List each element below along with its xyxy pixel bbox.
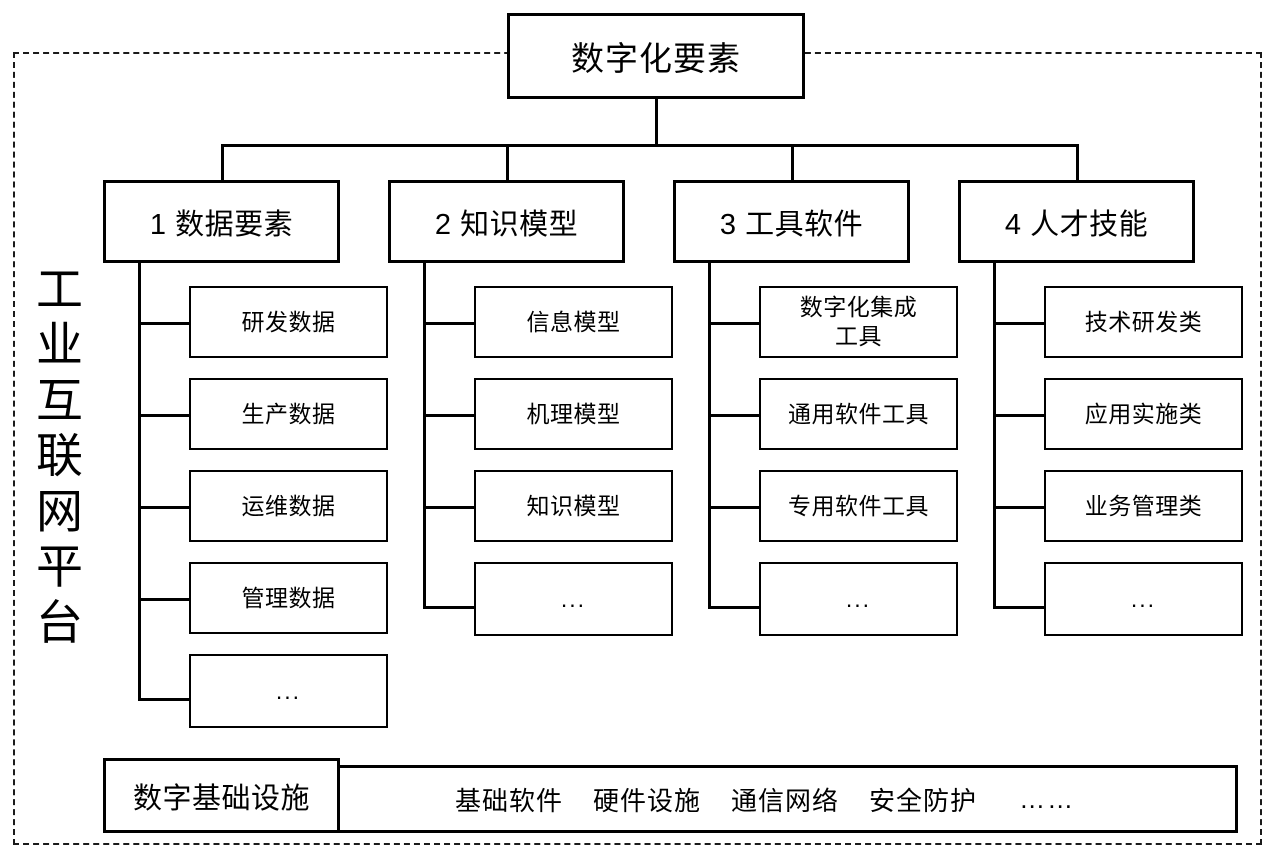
connector-branch-1-3 — [138, 506, 191, 509]
connector-branch-4-3 — [993, 506, 1046, 509]
leaf-node-1-1: 研发数据 — [189, 286, 388, 358]
connector-drop-category-1 — [221, 144, 224, 182]
leaf-node-1-4: 管理数据 — [189, 562, 388, 634]
connector-branch-3-2 — [708, 414, 761, 417]
category-node-4: 4 人才技能 — [958, 180, 1195, 263]
connector-branch-3-3 — [708, 506, 761, 509]
leaf-node-3-2: 通用软件工具 — [759, 378, 958, 450]
connector-branch-1-2 — [138, 414, 191, 417]
leaf-node-1-5: ... — [189, 654, 388, 728]
leaf-node-4-3: 业务管理类 — [1044, 470, 1243, 542]
connector-branch-1-5 — [138, 698, 191, 701]
connector-drop-category-4 — [1076, 144, 1079, 182]
leaf-node-4-4: ... — [1044, 562, 1243, 636]
leaf-node-4-2: 应用实施类 — [1044, 378, 1243, 450]
category-node-3: 3 工具软件 — [673, 180, 910, 263]
connector-branch-4-1 — [993, 322, 1046, 325]
leaf-node-2-4: ... — [474, 562, 673, 636]
connector-drop-category-2 — [506, 144, 509, 182]
connector-branch-2-4 — [423, 606, 476, 609]
platform-vertical-label: 工 业 互 联 网 平 台 — [36, 263, 84, 649]
infrastructure-label: 数字基础设施 — [103, 758, 340, 833]
connector-branch-4-2 — [993, 414, 1046, 417]
connector-branch-2-2 — [423, 414, 476, 417]
root-node-digital-elements: 数字化要素 — [507, 13, 805, 99]
infrastructure-item-list: 基础软件 硬件设施 通信网络 安全防护 …… — [455, 765, 1175, 833]
category-node-2: 2 知识模型 — [388, 180, 625, 263]
leaf-node-1-2: 生产数据 — [189, 378, 388, 450]
connector-spine-column-3 — [708, 262, 711, 608]
connector-branch-3-4 — [708, 606, 761, 609]
connector-spine-column-1 — [138, 262, 141, 700]
connector-root-bus — [221, 144, 1077, 147]
leaf-node-2-2: 机理模型 — [474, 378, 673, 450]
connector-root-stem — [655, 99, 658, 146]
connector-branch-3-1 — [708, 322, 761, 325]
connector-branch-1-4 — [138, 598, 191, 601]
connector-branch-2-1 — [423, 322, 476, 325]
leaf-node-2-1: 信息模型 — [474, 286, 673, 358]
leaf-node-1-3: 运维数据 — [189, 470, 388, 542]
connector-branch-4-4 — [993, 606, 1046, 609]
leaf-node-3-3: 专用软件工具 — [759, 470, 958, 542]
connector-spine-column-2 — [423, 262, 426, 608]
category-node-1: 1 数据要素 — [103, 180, 340, 263]
leaf-node-3-1: 数字化集成 工具 — [759, 286, 958, 358]
infrastructure-more-ellipsis: …… — [1019, 783, 1076, 814]
infrastructure-item-2: 硬件设施 — [593, 785, 702, 816]
infrastructure-item-3: 通信网络 — [731, 785, 840, 816]
leaf-node-2-3: 知识模型 — [474, 470, 673, 542]
infrastructure-item-1: 基础软件 — [455, 785, 564, 816]
infrastructure-item-4: 安全防护 — [869, 785, 978, 816]
connector-drop-category-3 — [791, 144, 794, 182]
leaf-node-4-1: 技术研发类 — [1044, 286, 1243, 358]
connector-branch-2-3 — [423, 506, 476, 509]
connector-spine-column-4 — [993, 262, 996, 608]
leaf-node-3-4: ... — [759, 562, 958, 636]
connector-branch-1-1 — [138, 322, 191, 325]
